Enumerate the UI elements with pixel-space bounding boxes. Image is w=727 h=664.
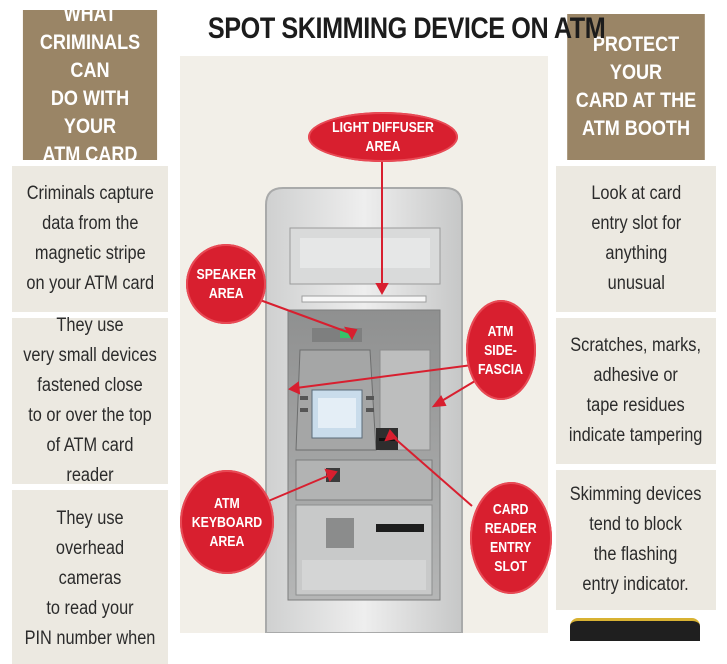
right-item-3: Skimming devices tend to block the flash… (556, 470, 716, 610)
receipt-slot (326, 518, 354, 548)
right-item-1: Look at card entry slot for anything unu… (556, 166, 716, 312)
page-title: SPOT SKIMMING DEVICE ON ATM (207, 12, 606, 45)
left-item-2: They use very small devices fastened clo… (12, 315, 168, 486)
callout-card-reader: CARD READER ENTRY SLOT (470, 482, 552, 594)
atm-illustration (259, 162, 481, 633)
callout-keyboard-area: ATM KEYBOARD AREA (180, 470, 274, 574)
left-column-header: WHAT CRIMINALS CAN DO WITH YOUR ATM CARD (22, 3, 158, 166)
light-diffuser (301, 295, 427, 303)
cash-slot (376, 524, 424, 532)
callout-speaker-area: SPEAKER AREA (186, 244, 266, 324)
cropped-banner (570, 618, 700, 641)
right-item-2: Scratches, marks, adhesive or tape resid… (556, 318, 716, 464)
right-column-header: PROTECT YOUR CARD AT THE ATM BOOTH (567, 14, 705, 160)
left-item-1: Criminals capture data from the magnetic… (12, 166, 168, 312)
callout-light-diffuser: LIGHT DIFFUSER AREA (308, 112, 458, 162)
callout-side-fascia: ATM SIDE- FASCIA (466, 300, 536, 400)
